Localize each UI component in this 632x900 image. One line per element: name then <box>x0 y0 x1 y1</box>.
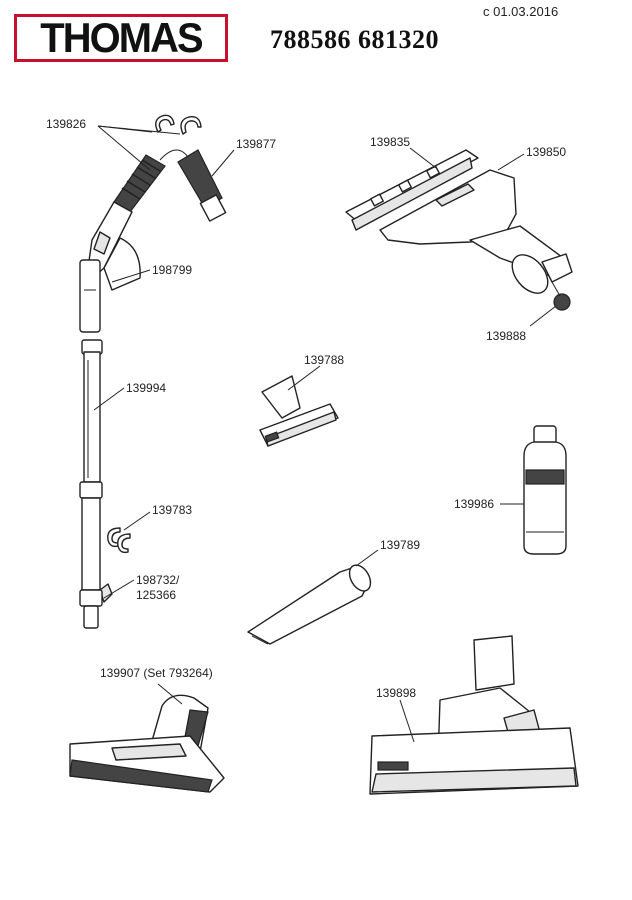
hose-connector-icon <box>177 149 227 222</box>
nozzle-cap-icon <box>553 293 571 311</box>
label-hose-clips: 139826 <box>46 117 87 131</box>
wet-nozzle-illustration <box>345 149 573 311</box>
label-handle-part: 198799 <box>152 263 193 277</box>
label-upholstery-nozzle: 139788 <box>304 353 345 367</box>
label-detergent-bottle: 139986 <box>454 497 495 511</box>
brand-text: THOMAS <box>40 14 203 61</box>
handle-tube-icon <box>79 259 101 333</box>
brush-nozzle-illustration <box>69 694 225 793</box>
label-tube-lock-line1: 198732/ <box>136 573 180 587</box>
tube-clip-2-icon <box>117 533 131 554</box>
label-tube-clips: 139783 <box>152 503 193 517</box>
label-wet-nozzle: 139850 <box>526 145 567 159</box>
hose-clip-right-icon <box>180 116 202 135</box>
label-brush-nozzle: 139907 (Set 793264) <box>100 666 213 680</box>
label-floor-nozzle: 139898 <box>376 686 417 700</box>
label-parquet-nozzle: 139835 <box>370 135 411 149</box>
label-nozzle-cap: 139888 <box>486 329 527 343</box>
thomas-logo: THOMAS <box>14 14 228 62</box>
crevice-nozzle-illustration <box>247 564 372 645</box>
hose-clip-left-icon <box>155 114 175 133</box>
extension-tube-upper-icon <box>83 351 101 483</box>
label-crevice-nozzle: 139789 <box>380 538 421 552</box>
document-date: c 01.03.2016 <box>483 4 559 19</box>
label-extension-tube: 139994 <box>126 381 167 395</box>
hose-handle-illustration <box>79 114 227 333</box>
extension-tube-illustration <box>79 339 131 629</box>
extension-tube-lower-icon <box>81 497 101 591</box>
floor-nozzle-illustration <box>369 635 579 795</box>
ribbed-hose-icon <box>113 149 191 213</box>
label-tube-lock-line2: 125366 <box>136 588 177 602</box>
document-number: 788586 681320 <box>270 25 439 54</box>
label-hose-connector: 139877 <box>236 137 277 151</box>
detergent-bottle-illustration <box>523 425 567 555</box>
upholstery-nozzle-illustration <box>259 375 339 447</box>
